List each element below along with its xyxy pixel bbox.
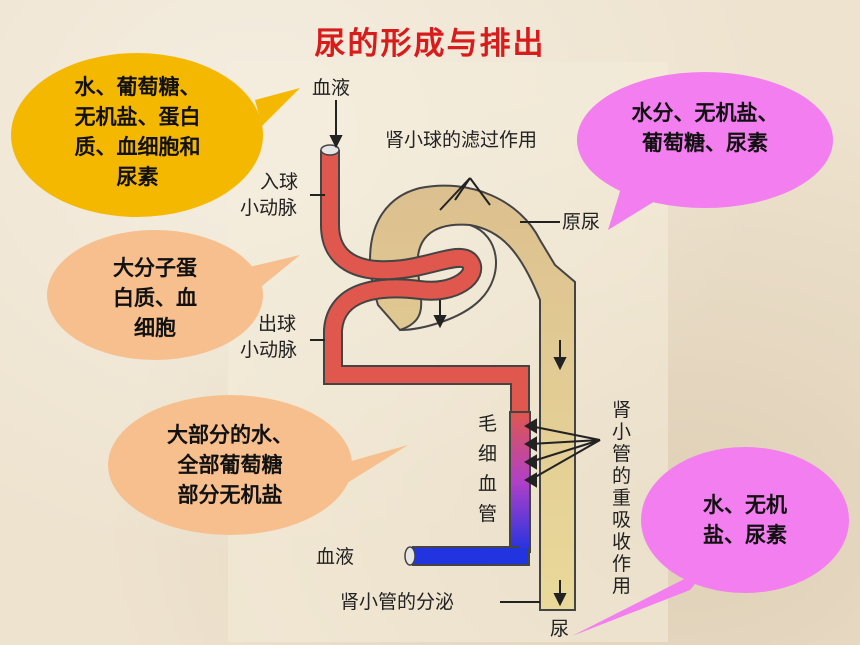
capillary-vessel bbox=[509, 411, 531, 553]
bubble-blood-components bbox=[11, 53, 300, 217]
label-capillary: 毛 细 血 管 bbox=[478, 413, 497, 525]
capillary-char: 毛 bbox=[478, 413, 497, 435]
bubble-urine bbox=[572, 447, 849, 636]
bubble-line: 水分、无机盐、 bbox=[631, 101, 779, 125]
capillary-char: 管 bbox=[478, 503, 497, 525]
label-urine: 尿 bbox=[550, 618, 569, 640]
reabsorption-char: 用 bbox=[612, 575, 631, 597]
reabsorption-char: 小 bbox=[612, 421, 631, 443]
flow-arrows bbox=[310, 100, 601, 607]
bubble-reabsorbed bbox=[108, 395, 408, 535]
artery-inlet bbox=[320, 144, 340, 156]
bubble-line: 葡萄糖、尿素 bbox=[642, 131, 768, 155]
bubble-line: 大部分的水、 bbox=[167, 423, 293, 447]
bubble-filtrate bbox=[577, 72, 833, 230]
bubble-line: 质、血细胞和 bbox=[74, 135, 201, 159]
reabsorption-char: 重 bbox=[612, 487, 631, 509]
bubble-line: 白质、血 bbox=[113, 286, 197, 310]
capillary-char: 细 bbox=[478, 443, 497, 465]
vein-outlet bbox=[404, 546, 416, 566]
reabsorption-char: 收 bbox=[612, 531, 631, 553]
bubble-line: 细胞 bbox=[134, 316, 176, 340]
bubble-line: 盐、尿素 bbox=[703, 523, 787, 547]
reabsorption-char: 肾 bbox=[612, 399, 631, 421]
label-efferent-1: 出球 bbox=[258, 313, 296, 335]
label-glomerulus-filtration: 肾小球的滤过作用 bbox=[385, 129, 537, 151]
reabsorption-char: 作 bbox=[612, 553, 631, 575]
bubble-line: 部分无机盐 bbox=[177, 483, 283, 507]
label-blood-out: 血液 bbox=[316, 546, 354, 568]
capillary-char: 血 bbox=[478, 473, 497, 495]
bubble-blood-components-text: 水、葡萄糖、 无机盐、蛋白 质、血细胞和 尿素 bbox=[30, 72, 245, 192]
label-reabsorption: 肾 小 管 的 重 吸 收 作 用 bbox=[612, 399, 631, 597]
bubble-line: 无机盐、蛋白 bbox=[74, 105, 201, 129]
bubble-filtrate-text: 水分、无机盐、 葡萄糖、尿素 bbox=[590, 98, 820, 158]
label-afferent-2: 小动脉 bbox=[240, 197, 297, 219]
reabsorption-char: 管 bbox=[612, 443, 631, 465]
reabsorption-char: 吸 bbox=[612, 509, 631, 531]
bubble-line: 全部葡萄糖 bbox=[177, 453, 283, 477]
bubble-urine-text: 水、无机 盐、尿素 bbox=[675, 490, 815, 550]
label-efferent-2: 小动脉 bbox=[240, 339, 297, 361]
label-blood-in: 血液 bbox=[312, 77, 350, 99]
bubble-not-filtered bbox=[47, 230, 300, 360]
bubble-not-filtered-text: 大分子蛋 白质、血 细胞 bbox=[80, 253, 230, 343]
label-afferent-1: 入球 bbox=[260, 171, 298, 193]
bubble-line: 尿素 bbox=[116, 165, 159, 189]
vein-vessel bbox=[412, 548, 528, 564]
slide-title: 尿的形成与排出 bbox=[314, 26, 546, 62]
arteriole-vessel bbox=[322, 150, 528, 420]
reabsorption-char: 的 bbox=[612, 465, 631, 487]
bubble-line: 水、葡萄糖、 bbox=[74, 75, 201, 99]
label-primary-urine: 原尿 bbox=[562, 211, 600, 233]
bubble-reabsorbed-text: 大部分的水、 全部葡萄糖 部分无机盐 bbox=[135, 420, 325, 510]
label-tubule-secretion: 肾小管的分泌 bbox=[340, 591, 454, 613]
bubble-line: 大分子蛋 bbox=[113, 256, 197, 280]
bubble-line: 水、无机 bbox=[703, 493, 787, 517]
